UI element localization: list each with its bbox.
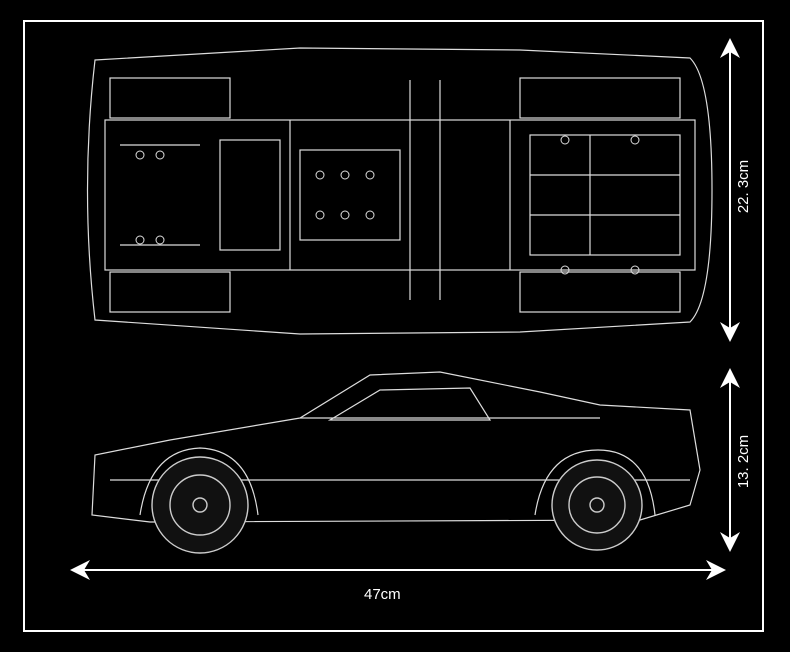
image-frame [23,20,764,632]
car-top-view [86,47,713,335]
wheel-front [151,456,249,554]
length-label: 47cm [364,586,401,603]
wheel-rear [551,459,643,551]
height-label: 13. 2cm [735,434,753,489]
width-label: 22. 3cm [735,159,753,214]
